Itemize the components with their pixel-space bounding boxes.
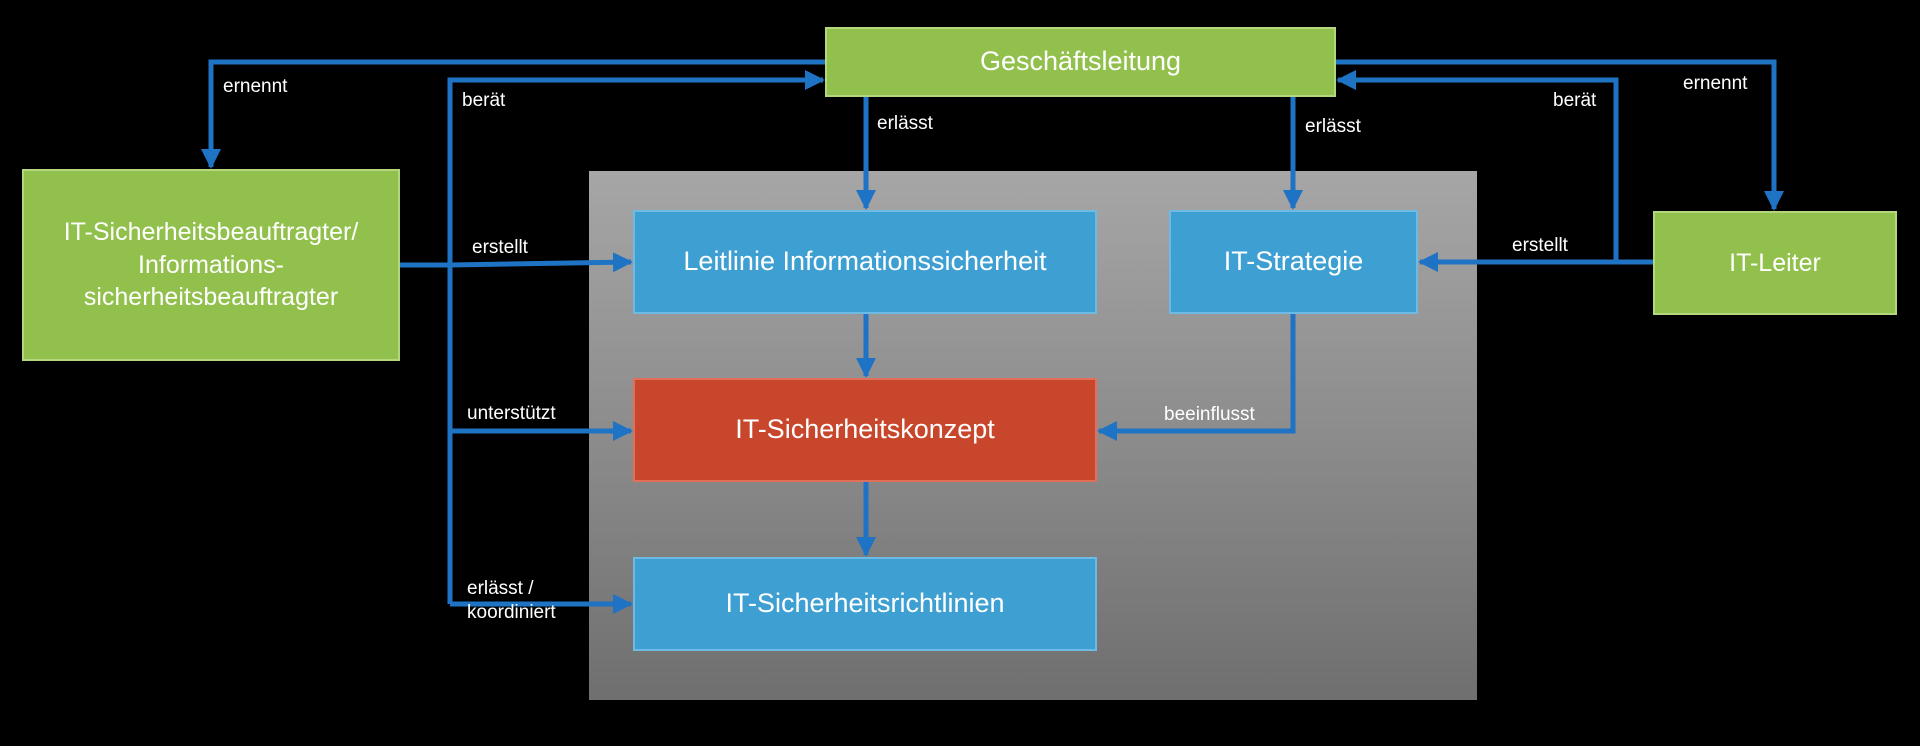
leitlinie-label: Leitlinie Informationssicherheit bbox=[683, 246, 1047, 277]
isb-label-line1: IT-Sicherheitsbeauftragter/ bbox=[63, 218, 359, 247]
leitlinie-box: Leitlinie Informationssicherheit bbox=[633, 210, 1097, 314]
sicherheitskonzept-box: IT-Sicherheitskonzept bbox=[633, 378, 1097, 482]
sicherheitsbeauftragter-box: IT-Sicherheitsbeauftragter/ Informations… bbox=[22, 169, 400, 361]
edge-label-ernennt-left: ernennt bbox=[223, 76, 288, 97]
edge-label-beraet-left: berät bbox=[462, 90, 506, 111]
edge-label-erlaesst-left: erlässt bbox=[877, 113, 933, 134]
edge-label-ernennt-right: ernennt bbox=[1683, 73, 1748, 94]
edge-label-beeinflusst: beeinflusst bbox=[1164, 404, 1255, 425]
edge-label-erlaesst-koordiniert: erlässt / koordiniert bbox=[467, 577, 556, 625]
edge-label-erlaesst-koordiniert-line2: koordiniert bbox=[467, 601, 556, 623]
isb-label-line3: sicherheitsbeauftragter bbox=[83, 283, 339, 312]
sicherheitsrichtlinien-box: IT-Sicherheitsrichtlinien bbox=[633, 557, 1097, 651]
arrow-itleiter-beraet-gl bbox=[1336, 70, 1619, 262]
edge-label-erlaesst-koordiniert-line1: erlässt / bbox=[467, 578, 534, 599]
sicherheitskonzept-label: IT-Sicherheitskonzept bbox=[735, 414, 995, 445]
it-leiter-box: IT-Leiter bbox=[1653, 211, 1897, 315]
isb-label-line2: Informations- bbox=[138, 250, 284, 279]
geschaeftsleitung-label: Geschäftsleitung bbox=[979, 46, 1182, 77]
edge-label-unterstuetzt: unterstützt bbox=[467, 403, 556, 424]
geschaeftsleitung-box: Geschäftsleitung bbox=[825, 27, 1336, 97]
it-strategie-label: IT-Strategie bbox=[1223, 246, 1364, 277]
arrow-strategie-beeinflusst-konzept bbox=[1097, 314, 1296, 441]
arrow-gl-ernennt-isb bbox=[201, 59, 825, 169]
sicherheitsrichtlinien-label: IT-Sicherheitsrichtlinien bbox=[725, 588, 1005, 619]
edge-label-erstellt-left: erstellt bbox=[472, 237, 528, 258]
it-strategie-box: IT-Strategie bbox=[1169, 210, 1418, 314]
it-leiter-label: IT-Leiter bbox=[1729, 248, 1821, 277]
arrow-isb-beraet-gl bbox=[447, 70, 825, 266]
edge-label-erstellt-right: erstellt bbox=[1512, 235, 1568, 256]
edge-label-erlaesst-right: erlässt bbox=[1305, 116, 1361, 137]
arrow-isb-erstellt-leitlinie bbox=[400, 252, 633, 273]
edge-label-beraet-right: berät bbox=[1553, 90, 1597, 111]
arrow-gl-ernennt-itleiter bbox=[1336, 59, 1784, 211]
